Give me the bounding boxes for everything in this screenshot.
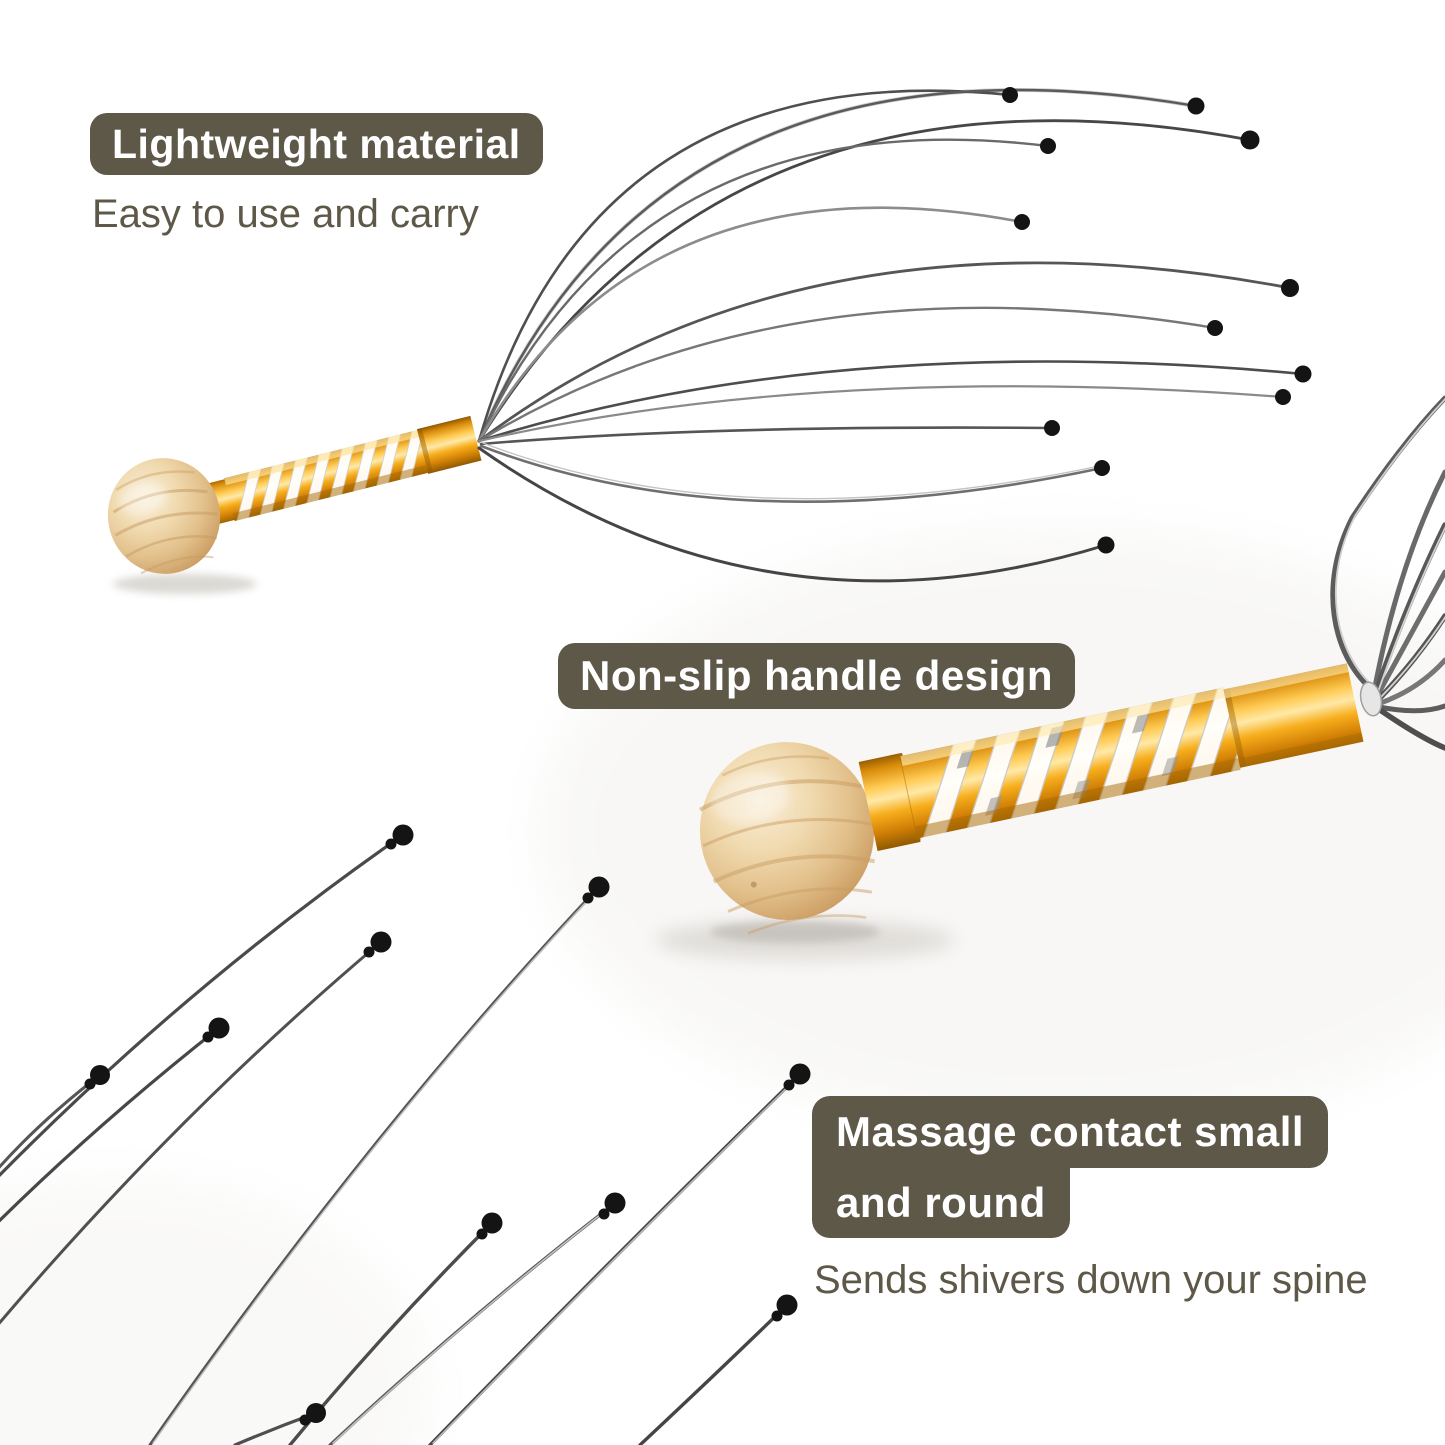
lightweight-material-badge: Lightweight material: [90, 113, 543, 175]
massage-contact-subtitle: Sends shivers down your spine: [814, 1258, 1368, 1302]
massage-contact-badge-line1: Massage contact small: [812, 1096, 1329, 1168]
spiral-handle-large: [858, 663, 1364, 851]
wooden-ball-large: [699, 742, 875, 935]
wire-tips-small: [1002, 87, 1312, 554]
wooden-ball-small: [107, 458, 221, 575]
spiral-handle-small: [206, 415, 482, 525]
wire-detail-tips: [84, 824, 811, 1426]
massage-wires-large: [1330, 395, 1445, 751]
massager-handle-closeup: [655, 395, 1445, 960]
ball-shadow: [113, 574, 257, 594]
massage-wires-small: [477, 88, 1305, 583]
massage-contact-badge: Massage contact small and round: [812, 1096, 1329, 1238]
lightweight-material-subtitle: Easy to use and carry: [92, 192, 479, 236]
massager-full-view: [107, 87, 1312, 594]
non-slip-handle-badge: Non-slip handle design: [558, 643, 1076, 709]
massage-contact-badge-line2: and round: [812, 1168, 1070, 1238]
wire-ferrule-tie: [1359, 681, 1383, 717]
